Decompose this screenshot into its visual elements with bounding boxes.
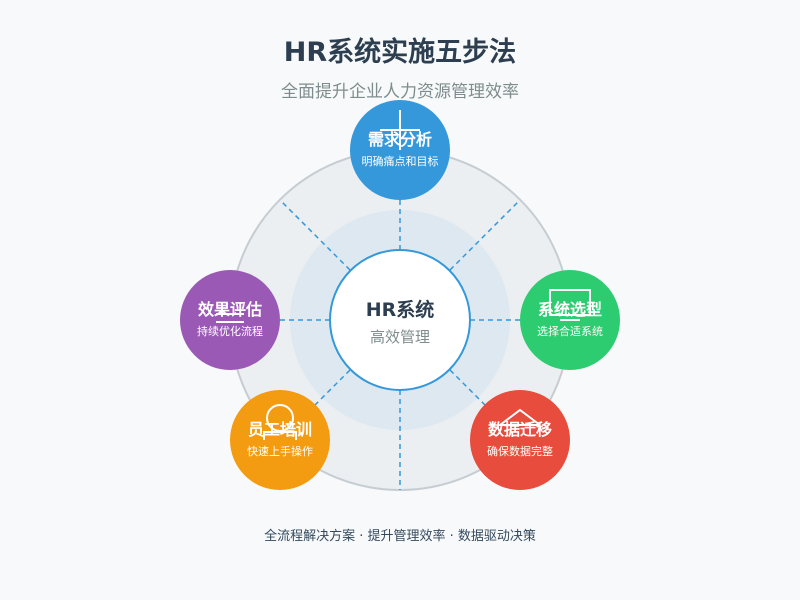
- step-title: 数据迁移: [488, 420, 552, 439]
- chart-icon: [216, 313, 244, 323]
- center-node[interactable]: HR系统 高效管理: [329, 249, 471, 391]
- connector-line: [449, 369, 491, 411]
- connector-line: [279, 199, 351, 271]
- database-icon: [499, 408, 541, 426]
- center-circle: [329, 249, 471, 391]
- step-circle: [230, 390, 330, 490]
- monitor-icon: [549, 289, 591, 321]
- step-desc: 选择合适系统: [537, 324, 603, 338]
- target-crosshair-icon: [380, 110, 420, 150]
- center-subtitle: 高效管理: [370, 328, 430, 346]
- connector-line: [309, 369, 351, 411]
- connectors: [279, 199, 521, 490]
- step-node-requirements[interactable]: 需求分析 明确痛点和目标: [350, 100, 450, 200]
- step-desc: 明确痛点和目标: [362, 154, 439, 168]
- center-title: HR系统: [366, 298, 435, 321]
- step-circle: [470, 390, 570, 490]
- connector-line: [449, 199, 521, 271]
- step-node-selection[interactable]: 系统选型 选择合适系统: [520, 270, 620, 370]
- step-desc: 持续优化流程: [197, 324, 263, 338]
- step-title: 员工培训: [248, 420, 312, 439]
- step-desc: 快速上手操作: [247, 444, 313, 458]
- footer-tagline: 全流程解决方案 · 提升管理效率 · 数据驱动决策: [264, 529, 536, 544]
- step-desc: 确保数据完整: [487, 444, 553, 458]
- step-node-training[interactable]: 员工培训 快速上手操作: [230, 390, 330, 490]
- step-node-evaluation[interactable]: 效果评估 持续优化流程: [180, 270, 280, 370]
- step-circle: [180, 270, 280, 370]
- step-title: 系统选型: [538, 300, 602, 319]
- step-title: 效果评估: [198, 300, 262, 319]
- step-node-migration[interactable]: 数据迁移 确保数据完整: [470, 390, 570, 490]
- step-title: 需求分析: [368, 130, 432, 149]
- page-title: HR系统实施五步法: [283, 37, 517, 68]
- person-icon: [263, 404, 297, 440]
- page-subtitle: 全面提升企业人力资源管理效率: [281, 82, 519, 102]
